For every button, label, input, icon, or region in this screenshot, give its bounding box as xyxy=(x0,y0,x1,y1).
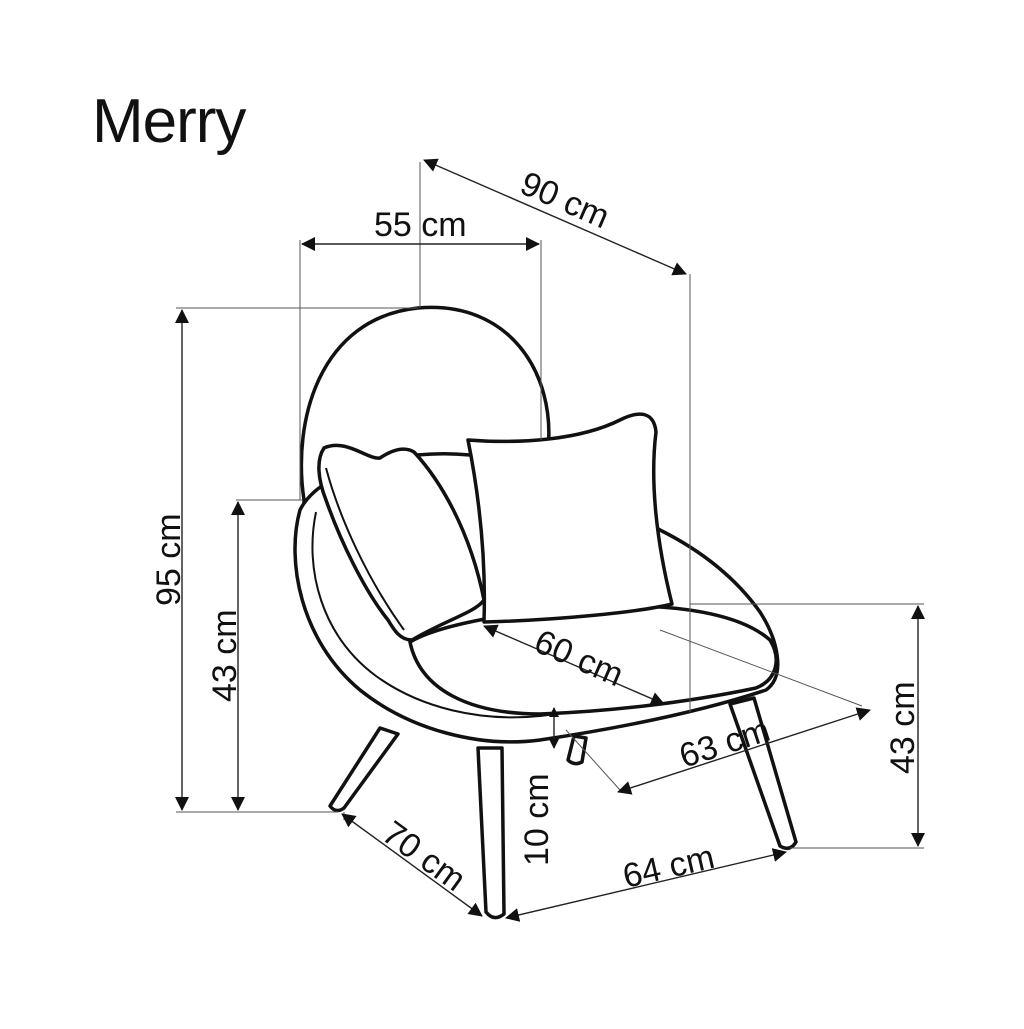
dim-line-64 xyxy=(505,848,787,922)
pillow-right xyxy=(466,412,674,624)
pillow-left-seam xyxy=(325,467,405,631)
label-leg-height: 10 cm xyxy=(518,773,556,866)
label-base-depth: 70 cm xyxy=(375,814,472,899)
back-leg-left xyxy=(566,734,588,766)
label-back-width: 55 cm xyxy=(374,206,467,244)
label-top-depth: 90 cm xyxy=(515,164,615,236)
dim-line-90 xyxy=(423,158,687,276)
dimension-lines xyxy=(175,158,925,922)
front-leg-left xyxy=(328,726,400,813)
dim-line-63 xyxy=(617,707,871,795)
label-total-height: 95 cm xyxy=(150,513,188,606)
dim-line-60 xyxy=(483,624,665,706)
label-seat-height: 43 cm xyxy=(884,681,922,774)
dim-line-70 xyxy=(341,813,483,917)
product-title: Merry xyxy=(92,87,246,156)
pillow-left xyxy=(317,443,486,642)
front-leg-center xyxy=(476,746,506,920)
label-armrest-height: 43 cm xyxy=(206,609,244,702)
extension-lines xyxy=(176,162,924,849)
label-base-width: 64 cm xyxy=(619,838,718,896)
